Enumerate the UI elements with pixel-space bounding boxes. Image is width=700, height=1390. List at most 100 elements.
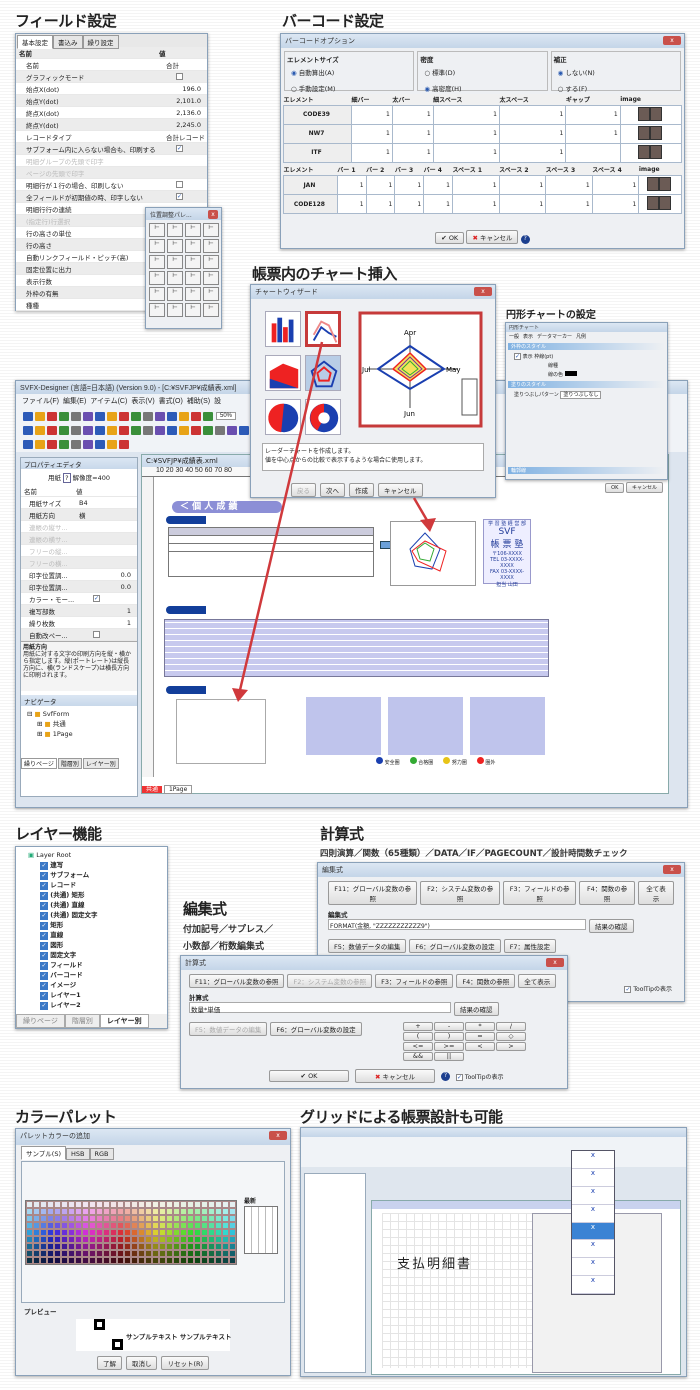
color-swatch[interactable]	[68, 1201, 75, 1208]
color-swatch[interactable]	[47, 1243, 54, 1250]
color-swatch[interactable]	[75, 1201, 82, 1208]
toolbar-button-icon[interactable]	[83, 425, 93, 435]
function-button[interactable]: F5：数値データの編集	[328, 939, 407, 953]
value-cell[interactable]: 1	[365, 175, 396, 195]
color-swatch[interactable]	[61, 1236, 68, 1243]
show-all-select[interactable]: 全て表示	[637, 881, 674, 905]
menu-item[interactable]: 編集(E)	[62, 398, 87, 405]
color-swatch[interactable]	[40, 1208, 47, 1215]
ok-button[interactable]: ✔ OK	[269, 1070, 349, 1082]
palette-tab[interactable]: RGB	[89, 1148, 114, 1160]
color-swatch[interactable]	[33, 1229, 40, 1236]
value-cell[interactable]: 1	[498, 142, 567, 163]
bar-chart-icon[interactable]	[265, 311, 301, 347]
check-result-button[interactable]: 結果の確認	[589, 919, 634, 933]
color-swatch[interactable]	[187, 1250, 194, 1257]
layer-root[interactable]: ▣ Layer Root	[28, 851, 72, 859]
function-button[interactable]: ◇	[496, 1032, 526, 1041]
field-property-row[interactable]: 行の高さの単位	[16, 227, 207, 239]
field-property-row[interactable]: 始点Y(dot)2,101.0	[16, 95, 207, 107]
color-swatch[interactable]	[103, 1208, 110, 1215]
checkbox[interactable]	[176, 73, 183, 80]
tree-node-1page[interactable]: ⊞ ■ 1Page	[37, 730, 73, 738]
color-swatch[interactable]	[194, 1236, 201, 1243]
help-icon[interactable]: ?	[63, 473, 71, 483]
value-cell[interactable]: 1	[498, 194, 547, 214]
align-tool-icon[interactable]: ⊢	[167, 223, 183, 237]
pie-tab[interactable]: 表示	[523, 334, 534, 340]
menu-item[interactable]: 補助(S)	[186, 398, 211, 405]
color-swatch[interactable]	[103, 1257, 110, 1264]
color-swatch[interactable]	[61, 1222, 68, 1229]
toolbar-button-icon[interactable]	[23, 439, 33, 449]
color-swatch[interactable]	[68, 1229, 75, 1236]
value-cell[interactable]: 1	[545, 175, 593, 195]
color-swatch[interactable]	[68, 1215, 75, 1222]
color-swatch[interactable]	[166, 1215, 173, 1222]
color-swatch[interactable]	[229, 1236, 236, 1243]
color-swatch[interactable]	[89, 1243, 96, 1250]
color-swatch[interactable]	[54, 1236, 61, 1243]
layer-item[interactable]: ✓ (共通) 固定文字	[40, 911, 98, 920]
layer-item[interactable]: ✓ 直線	[40, 931, 64, 940]
color-swatch[interactable]	[173, 1208, 180, 1215]
align-tool-icon[interactable]: ⊢	[149, 239, 165, 253]
color-swatch[interactable]	[131, 1243, 138, 1250]
value-cell[interactable]: 1	[336, 194, 367, 214]
color-swatch[interactable]	[26, 1250, 33, 1257]
color-swatch[interactable]	[222, 1243, 229, 1250]
field-property-row[interactable]: 名前合計	[16, 59, 207, 71]
color-swatch[interactable]	[201, 1236, 208, 1243]
color-swatch[interactable]	[54, 1250, 61, 1257]
value-cell[interactable]: 1	[423, 194, 453, 214]
color-swatch[interactable]	[201, 1222, 208, 1229]
color-swatch[interactable]	[229, 1201, 236, 1208]
field-property-row[interactable]: 表示行数	[16, 275, 207, 287]
checkbox[interactable]: ✓	[176, 145, 183, 152]
function-button[interactable]: <	[465, 1042, 495, 1051]
ok-button[interactable]: 了解	[96, 1356, 122, 1370]
next-button[interactable]: 次へ	[320, 483, 345, 497]
color-swatch[interactable]	[89, 1236, 96, 1243]
color-swatch[interactable]	[61, 1250, 68, 1257]
function-button[interactable]: *	[465, 1022, 495, 1031]
function-button[interactable]: =	[465, 1032, 495, 1041]
align-tool-icon[interactable]: ⊢	[185, 239, 201, 253]
create-button[interactable]: 作成	[349, 483, 374, 497]
color-swatch[interactable]	[33, 1250, 40, 1257]
color-swatch[interactable]	[26, 1236, 33, 1243]
color-swatch[interactable]	[33, 1215, 40, 1222]
toolbar-button-icon[interactable]	[227, 425, 237, 435]
value-cell[interactable]: 1	[391, 142, 434, 163]
color-swatch[interactable]	[40, 1243, 47, 1250]
checkbox[interactable]: ✓	[93, 595, 100, 602]
color-swatch[interactable]	[138, 1201, 145, 1208]
color-swatch[interactable]	[229, 1243, 236, 1250]
color-swatch[interactable]	[201, 1257, 208, 1264]
color-swatch[interactable]	[201, 1243, 208, 1250]
color-swatch[interactable]	[40, 1250, 47, 1257]
color-swatch[interactable]	[131, 1236, 138, 1243]
ok-button[interactable]: ✔ OK	[435, 232, 465, 244]
color-swatch[interactable]	[187, 1229, 194, 1236]
color-swatch[interactable]	[117, 1229, 124, 1236]
color-swatch[interactable]	[89, 1250, 96, 1257]
function-button[interactable]: F6：グローバル変数の設定	[270, 1022, 362, 1036]
color-swatch[interactable]	[47, 1208, 54, 1215]
toolbar-button-icon[interactable]	[59, 439, 69, 449]
color-swatch[interactable]	[208, 1257, 215, 1264]
navigator-tab[interactable]: レイヤー別	[82, 758, 119, 769]
color-swatch[interactable]	[187, 1222, 194, 1229]
toolbar-button-icon[interactable]	[35, 411, 45, 421]
property-row[interactable]: フリーの縦...	[21, 545, 137, 557]
menu-item[interactable]: アイテム(C)	[90, 398, 128, 405]
color-swatch[interactable]	[208, 1222, 215, 1229]
function-button[interactable]: )	[434, 1032, 464, 1041]
toolbar-button-icon[interactable]	[167, 425, 177, 435]
color-swatch[interactable]	[131, 1215, 138, 1222]
color-swatch[interactable]	[215, 1236, 222, 1243]
color-swatch[interactable]	[145, 1222, 152, 1229]
color-swatch[interactable]	[180, 1208, 187, 1215]
